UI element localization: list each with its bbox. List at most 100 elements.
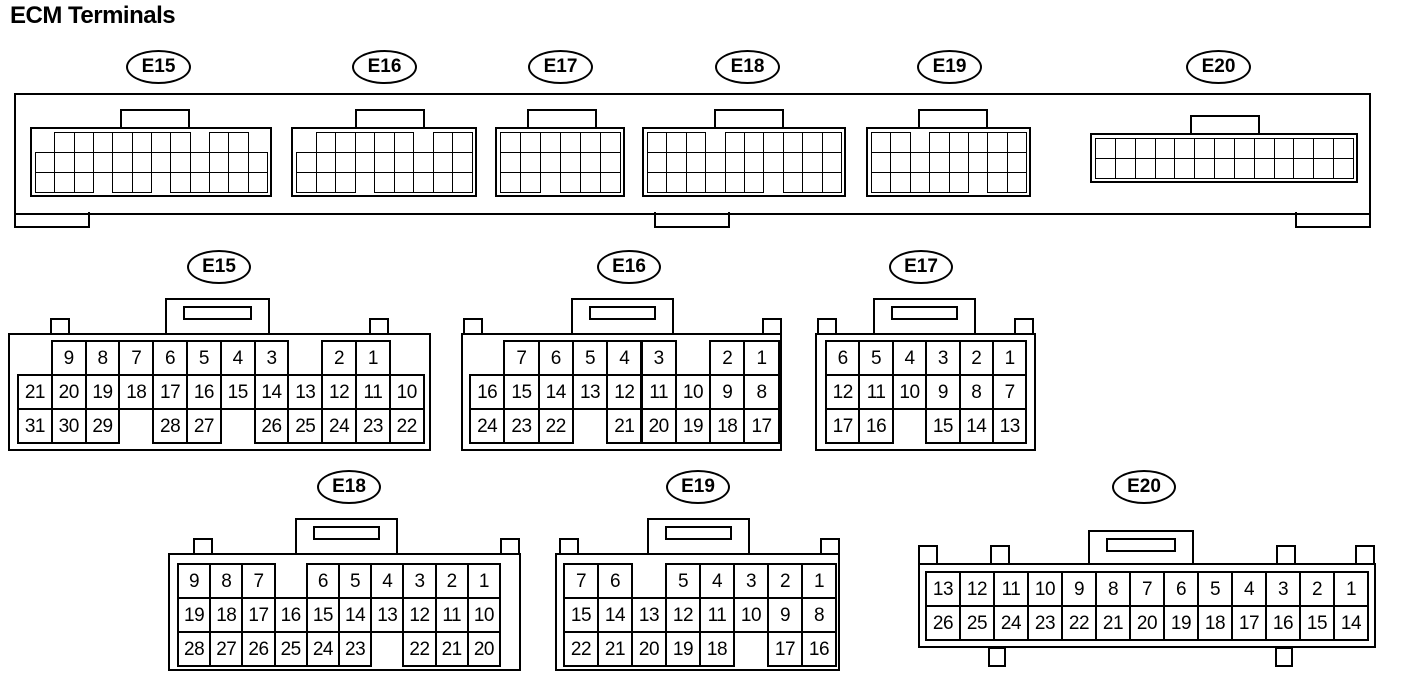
mini-e17-cell [540,132,561,153]
mini-e18-cell [705,172,726,193]
terminal-cell: 14 [958,408,994,444]
top-label-e15: E15 [126,50,191,84]
terminal-cell: 4 [891,340,928,376]
terminal-cell: 17 [767,631,803,667]
mini-e17-cell [560,152,581,173]
detail-label-e17: E17 [889,250,953,284]
terminal-cell: 13 [925,571,961,607]
e20-tab [1355,545,1375,565]
ecm-bottom-foot-left [14,212,90,228]
terminal-cell: 4 [606,340,643,376]
terminal-cell: 17 [743,408,780,444]
terminal-cell: 8 [1095,571,1131,607]
mini-e19-cell [871,172,892,193]
terminal-cell: 16 [858,408,894,444]
mini-e15-cell [54,152,75,173]
terminal-cell: 12 [665,597,701,633]
mini-e15-cell [93,132,114,153]
terminal-cell: 15 [925,408,961,444]
terminal-cell: 10 [674,374,712,410]
mini-e18-cell [705,152,726,173]
mini-e20-cell [1214,158,1235,179]
terminal-cell: 16 [273,597,308,633]
mini-e18-cell [685,152,707,173]
terminal-cell: 13 [370,597,405,633]
mini-e15-cell [73,132,94,153]
mini-e19-cell [948,172,969,193]
terminal-cell: 13 [631,597,667,633]
mini-e18-cell [782,132,804,153]
terminal-cell: 25 [287,408,324,444]
terminal-cell: 6 [825,340,861,376]
mini-e20-cell [1313,138,1335,159]
mini-e15-cell [35,152,56,173]
mini-e19-cell [967,152,989,173]
mini-e18-cell [744,172,765,193]
terminal-cell: 2 [321,340,357,376]
terminal-cell: 13 [571,374,609,410]
e16-latch-slot [589,306,656,320]
mini-e20-cell [1154,158,1176,179]
terminal-cell: 6 [597,563,633,599]
mini-e20-latch [1190,115,1260,135]
e20-tab [1276,545,1296,565]
terminal-cell: 12 [321,374,357,410]
terminal-cell: 1 [743,340,780,376]
mini-e15-latch [120,109,190,129]
mini-e17-cell [500,152,521,173]
terminal-cell: 10 [388,374,425,410]
mini-e20-cell [1293,158,1315,179]
terminal-cell: 7 [1129,571,1165,607]
mini-e16-cell [374,132,395,153]
terminal-cell: 9 [1061,571,1097,607]
terminal-cell: 4 [370,563,405,599]
terminal-cell: 7 [563,563,599,599]
terminal-cell: 7 [118,340,155,376]
top-label-e17: E17 [528,50,593,84]
mini-e18-cell [685,132,707,153]
terminal-cell: 12 [402,597,437,633]
terminal-cell: 15 [219,374,256,410]
mini-e20-cell [1114,158,1136,179]
mini-e15-cell [209,152,230,173]
mini-e16-cell [335,132,356,153]
top-label-e18: E18 [715,50,780,84]
mini-e18-cell [744,132,765,153]
terminal-cell: 8 [743,374,780,410]
mini-e20-cell [1174,158,1196,179]
mini-e17-cell [580,152,601,173]
mini-e20-cell [1293,138,1315,159]
mini-e19-cell [987,172,1008,193]
terminal-cell: 11 [858,374,894,410]
mini-e19-cell [967,132,989,153]
terminal-cell: 15 [563,597,599,633]
e15-latch-slot [183,306,252,320]
mini-e19-cell [987,132,1008,153]
terminal-cell: 12 [959,571,995,607]
mini-e17-cell [580,172,601,193]
terminal-cell: 17 [152,374,188,410]
terminal-cell: 26 [253,408,290,444]
terminal-cell: 8 [209,563,244,599]
top-label-e19: E19 [917,50,982,84]
mini-e20-cell [1333,158,1354,179]
mini-e16-cell [432,172,454,193]
mini-e18-cell [782,152,804,173]
e20-tab [990,545,1010,565]
terminal-cell: 20 [466,631,501,667]
terminal-cell: 4 [1231,571,1267,607]
terminal-cell: 9 [50,340,87,376]
terminal-cell: 2 [1299,571,1335,607]
terminal-cell: 22 [537,408,574,444]
terminal-cell: 10 [733,597,769,633]
mini-e16-cell [374,152,395,173]
mini-e18-cell [744,152,765,173]
e18-latch-slot [313,526,380,540]
terminal-cell: 18 [118,374,155,410]
mini-e18-cell [666,152,687,173]
terminal-cell: 20 [50,374,87,410]
mini-e17-cell [600,152,621,173]
terminal-cell: 10 [891,374,928,410]
terminal-cell: 6 [152,340,188,376]
mini-e18-cell [782,172,804,193]
